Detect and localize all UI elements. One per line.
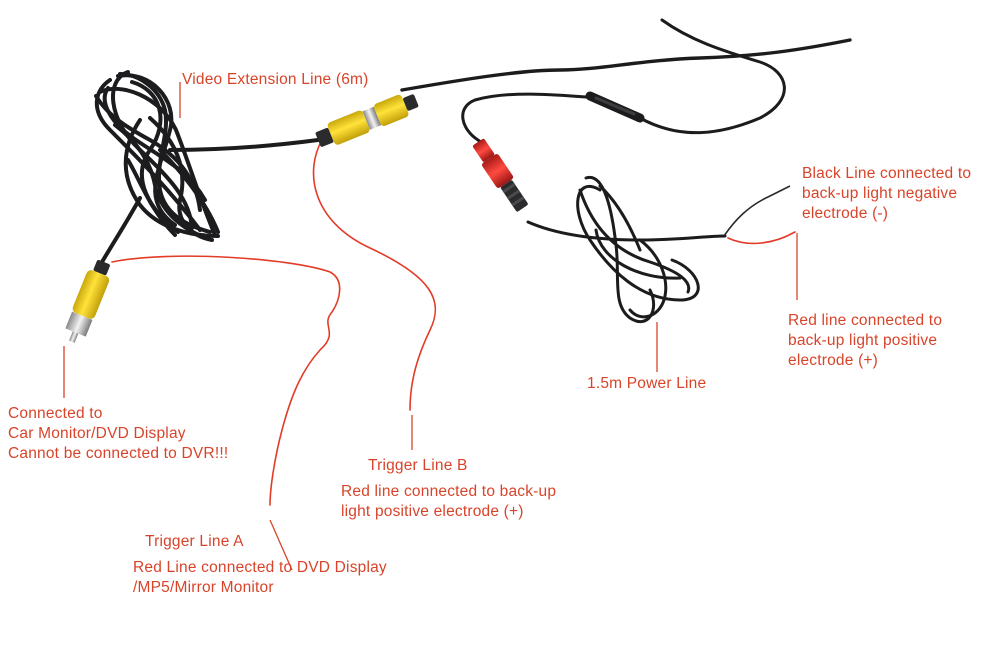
- power-line-label: 1.5m Power Line: [587, 375, 707, 392]
- inline-cable-junction-icon: [585, 91, 645, 123]
- red-power-connector-icon: [472, 138, 528, 212]
- power-red-tail: [727, 231, 796, 245]
- coiled-black-video-cable-icon: [94, 70, 320, 264]
- trigger-wires: [111, 139, 796, 506]
- trigger-wire-b: [312, 139, 437, 411]
- trigger-a-title: Trigger Line A: [145, 533, 244, 550]
- pointer-lines: [63, 82, 798, 571]
- pointer-trigger-a: [269, 519, 293, 571]
- trigger-b-description: Red line connected to back-up light posi…: [341, 483, 557, 520]
- trigger-b-title: Trigger Line B: [368, 457, 468, 474]
- trigger-wire-a: [111, 255, 341, 506]
- connected-to-label: Connected to Car Monitor/DVD Display Can…: [8, 405, 229, 462]
- yellow-rca-coupler-icon: [315, 94, 419, 147]
- red-line-right-label: Red line connected to back-up light posi…: [788, 312, 943, 369]
- video-extension-label: Video Extension Line (6m): [182, 71, 369, 88]
- coiled-power-cable-icon: [526, 175, 727, 324]
- video-cable-right: [400, 38, 852, 92]
- trigger-a-description: Red Line connected to DVD Display /MP5/M…: [133, 559, 387, 596]
- black-line-label: Black Line connected to back-up light ne…: [802, 165, 972, 222]
- yellow-rca-plug-icon: [65, 259, 110, 343]
- power-black-tail: [723, 185, 791, 237]
- power-cable-upper: [461, 18, 786, 148]
